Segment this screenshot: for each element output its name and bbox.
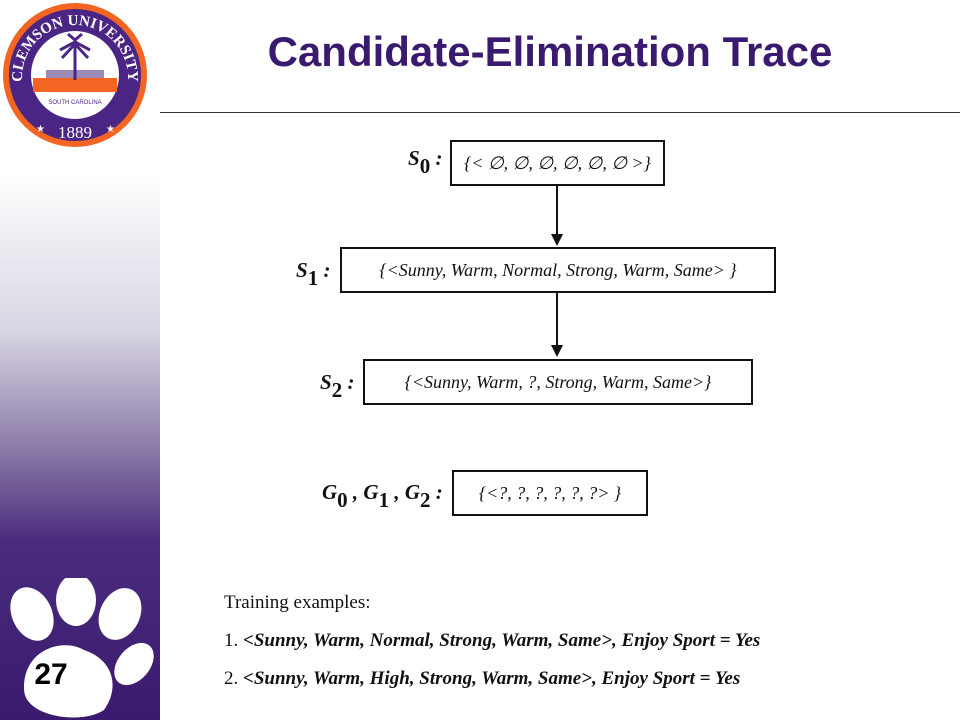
arrow-s0-s1 xyxy=(556,186,558,236)
training-example-row: 1. <Sunny, Warm, Normal, Strong, Warm, S… xyxy=(224,630,761,651)
title-divider xyxy=(160,112,960,113)
s0-box: {< ∅, ∅, ∅, ∅, ∅, ∅ >} xyxy=(450,140,665,186)
s0-label: S0 : xyxy=(408,146,443,178)
slide-number: 27 xyxy=(34,658,68,691)
clemson-seal-logo: CLEMSON UNIVERSITY SOUTH CAROLINA 1889 ★… xyxy=(3,3,147,147)
svg-text:★: ★ xyxy=(36,124,45,135)
g-labels: G0 , G1 , G2 : xyxy=(322,480,443,512)
svg-text:1889: 1889 xyxy=(58,123,92,142)
arrow-head-s1-s2 xyxy=(551,345,563,357)
s2-label: S2 : xyxy=(320,370,355,402)
svg-text:★: ★ xyxy=(106,124,115,135)
g-box: {<?, ?, ?, ?, ?, ?> } xyxy=(452,470,648,516)
s1-box: {<Sunny, Warm, Normal, Strong, Warm, Sam… xyxy=(340,247,776,293)
arrow-s1-s2 xyxy=(556,293,558,347)
tiger-paw-logo xyxy=(10,578,154,718)
svg-text:SOUTH CAROLINA: SOUTH CAROLINA xyxy=(48,100,101,106)
training-examples-title: Training examples: xyxy=(224,592,371,613)
arrow-head-s0-s1 xyxy=(551,234,563,246)
s2-box: {<Sunny, Warm, ?, Strong, Warm, Same>} xyxy=(363,359,753,405)
training-example-row: 2. <Sunny, Warm, High, Strong, Warm, Sam… xyxy=(224,668,741,689)
slide-title: Candidate-Elimination Trace xyxy=(267,28,833,75)
s1-label: S1 : xyxy=(296,258,331,290)
